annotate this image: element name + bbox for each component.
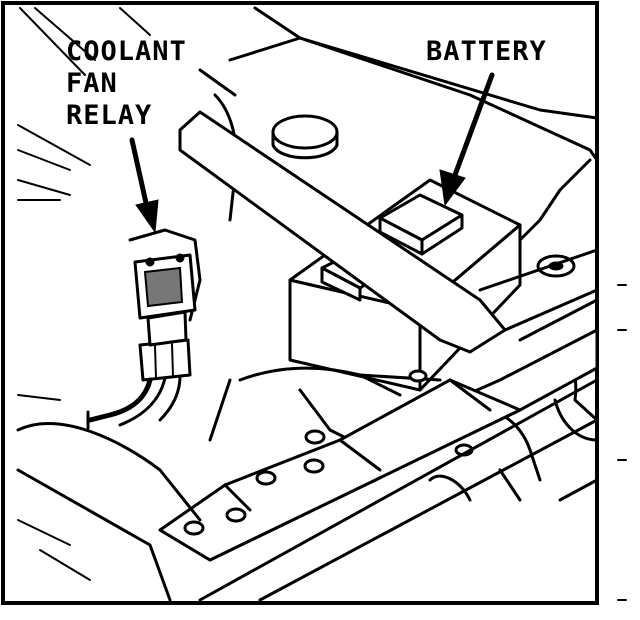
battery-arrowhead: [439, 169, 466, 207]
diagram-frame: [1, 1, 599, 605]
reservoir-cap: [271, 114, 339, 160]
relay-label-line-2: FAN: [66, 68, 118, 99]
battery-arrow: [452, 72, 495, 178]
relay-callout: COOLANT FAN RELAY: [66, 36, 187, 234]
lower-frame-rail: [16, 378, 599, 602]
battery-callout: BATTERY: [426, 36, 547, 207]
coolant-fan-relay: [143, 266, 184, 308]
relay-arrowhead: [135, 199, 159, 234]
relay-arrow: [129, 137, 151, 215]
battery-hold-down: [178, 110, 507, 354]
relay-label-line-1: COOLANT: [66, 36, 187, 67]
radiator-support-bar: [158, 328, 599, 562]
relay-label-line-3: RELAY: [66, 100, 152, 131]
battery-label: BATTERY: [426, 36, 547, 67]
hood-lines: [17, 6, 599, 201]
edge-marks: [617, 284, 627, 601]
relay-assembly: [86, 228, 202, 430]
